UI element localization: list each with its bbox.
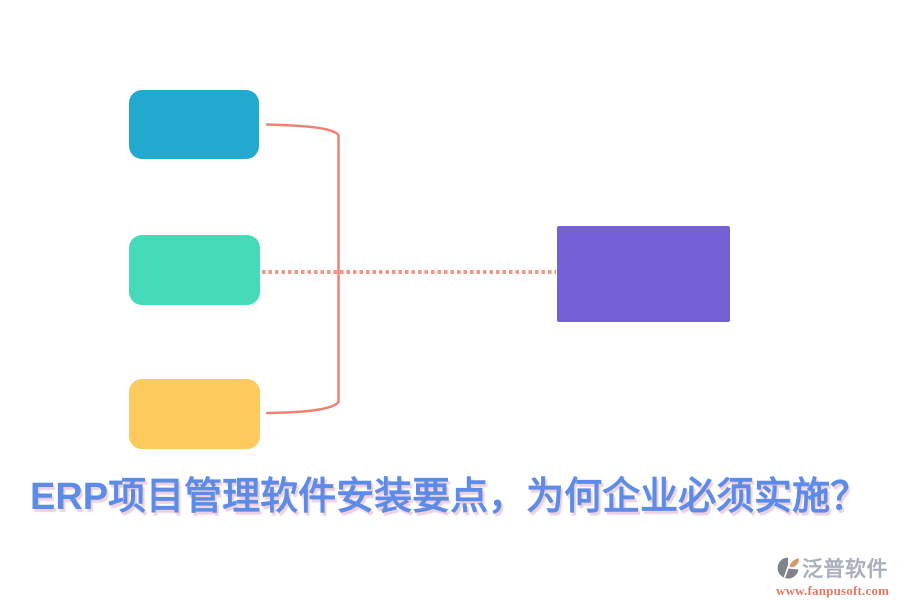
- watermark-row: 泛普软件: [776, 553, 896, 583]
- watermark-url: www.fanpusoft.com: [776, 583, 890, 598]
- connector-bracket-path: [265, 123, 340, 415]
- diagram-node-green: [129, 235, 260, 305]
- diagram-node-yellow: [129, 379, 260, 449]
- watermark: 泛普软件 www.fanpusoft.com: [776, 553, 896, 599]
- diagram-node-purple: [557, 226, 730, 322]
- page-title: ERP项目管理软件安装要点，为何企业必须实施？: [30, 476, 869, 518]
- connector-dotted-line: [262, 270, 556, 274]
- fanpu-logo-icon: [777, 557, 799, 578]
- diagram-node-teal: [129, 90, 259, 159]
- watermark-brand: 泛普软件: [802, 558, 888, 581]
